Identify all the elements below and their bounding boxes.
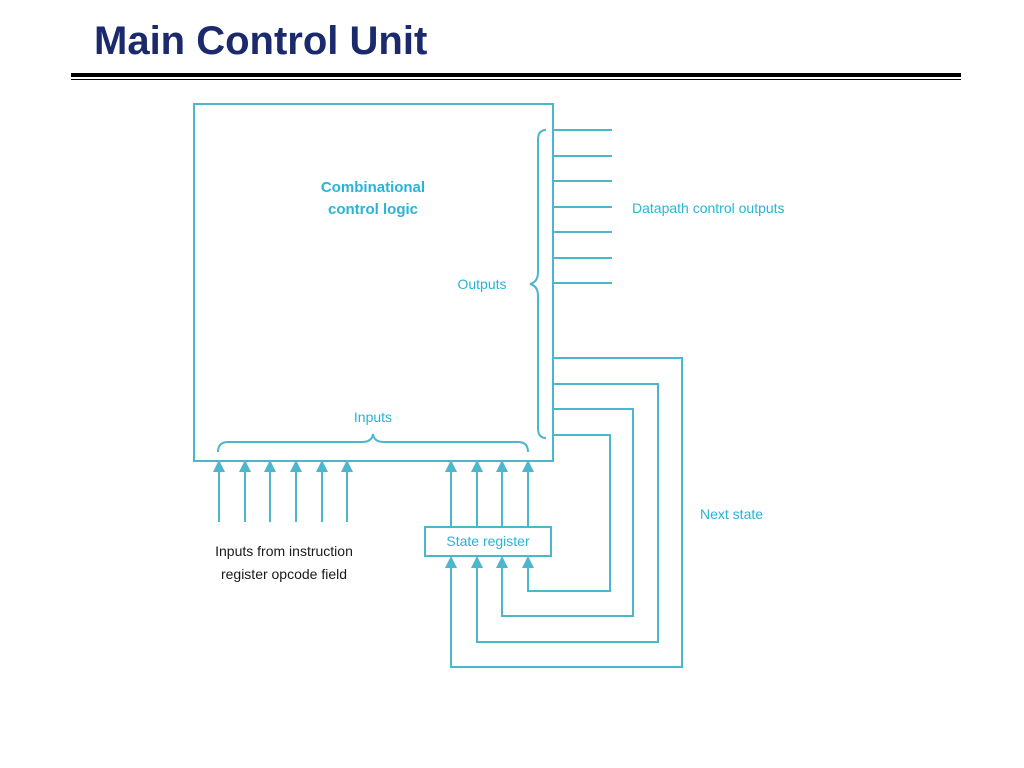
outputs-label: Outputs xyxy=(457,276,506,292)
opcode-inputs-label-line2: register opcode field xyxy=(221,566,347,582)
datapath-output-lines xyxy=(553,129,612,284)
next-state-feedback-lines xyxy=(445,357,683,668)
inputs-brace xyxy=(217,433,529,453)
opcode-input-arrows xyxy=(213,460,353,522)
datapath-outputs-label: Datapath control outputs xyxy=(632,200,785,216)
page-title: Main Control Unit xyxy=(94,19,428,63)
next-state-label: Next state xyxy=(700,506,763,522)
state-register-label: State register xyxy=(446,533,530,549)
inputs-label: Inputs xyxy=(354,409,392,425)
opcode-inputs-label-line1: Inputs from instruction xyxy=(215,543,353,559)
state-register-box xyxy=(424,526,552,557)
state-register-output-arrows xyxy=(445,460,534,527)
logic-block-label-line2: control logic xyxy=(328,201,418,218)
title-divider xyxy=(71,73,961,77)
title-divider-thin xyxy=(71,79,961,80)
outputs-brace xyxy=(529,129,547,439)
logic-block-label-line1: Combinational xyxy=(321,179,425,196)
